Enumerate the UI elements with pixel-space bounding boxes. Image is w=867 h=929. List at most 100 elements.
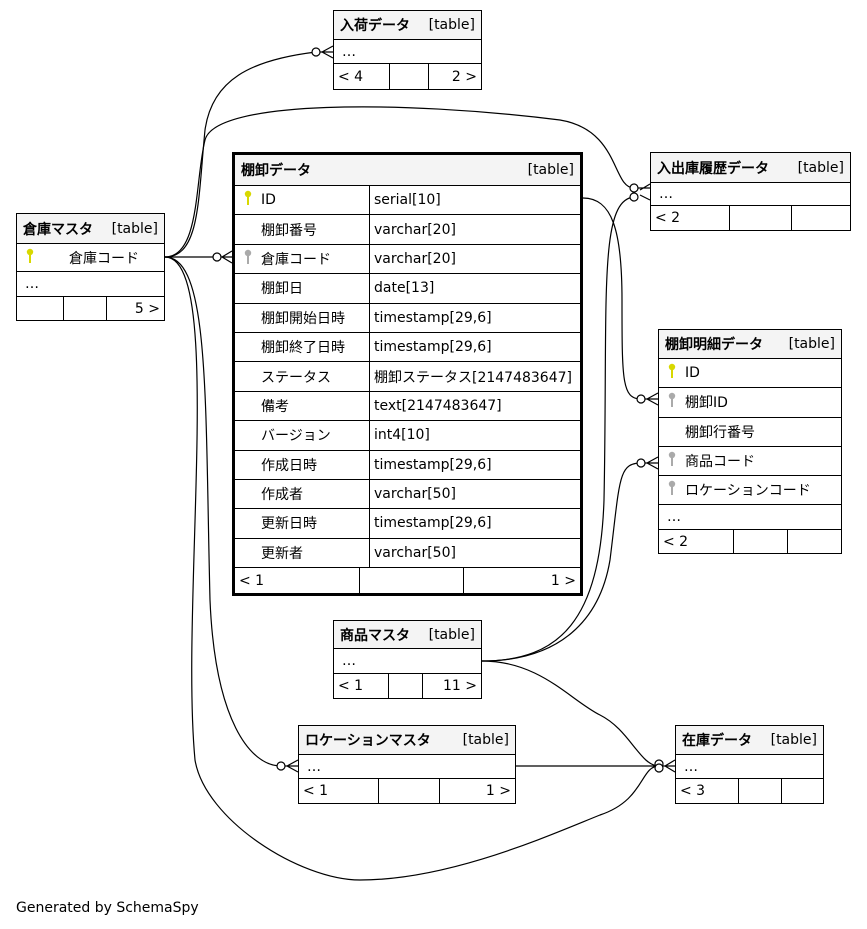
column-row[interactable]: ID bbox=[659, 359, 841, 389]
table-header: 入荷データ [table] bbox=[334, 11, 481, 40]
column-row[interactable]: … bbox=[659, 505, 841, 531]
column-type: varchar[20] bbox=[374, 221, 456, 238]
table-zaiko[interactable]: 在庫データ[table]… < 3 bbox=[675, 725, 824, 804]
column-name: … bbox=[342, 43, 356, 60]
column-row[interactable]: 商品コード bbox=[659, 447, 841, 477]
column-row[interactable]: … bbox=[651, 183, 850, 206]
column-type: date[13] bbox=[374, 280, 435, 297]
column-name: 棚卸ID bbox=[685, 395, 728, 412]
table-nyushukko[interactable]: 入出庫履歴データ[table] … < 2 bbox=[650, 152, 851, 231]
column-type: timestamp[29,6] bbox=[374, 309, 492, 326]
table-type: [table] bbox=[770, 732, 817, 748]
footer-cell bbox=[791, 206, 850, 230]
column-name: … bbox=[667, 509, 681, 526]
table-nyuka[interactable]: 入荷データ [table] … < 4 2 > bbox=[333, 10, 482, 90]
footer-cell bbox=[17, 297, 63, 320]
column-name: 棚卸終了日時 bbox=[261, 340, 345, 357]
table-shohin[interactable]: 商品マスタ[table] … < 1 11 > bbox=[333, 620, 482, 699]
column-row[interactable]: 棚卸番号 varchar[20] bbox=[235, 215, 580, 245]
table-type: [table] bbox=[788, 336, 835, 352]
column-name: バージョン bbox=[261, 428, 331, 445]
footer-cell: < 3 bbox=[680, 783, 706, 799]
footer-cell: 1 > bbox=[439, 779, 515, 803]
column-row[interactable]: 棚卸開始日時 timestamp[29,6] bbox=[235, 303, 580, 333]
column-row[interactable]: ステータス棚卸ステータス[2147483647] bbox=[235, 362, 580, 392]
column-name: … bbox=[659, 186, 673, 202]
edge-shohin-meisai bbox=[481, 462, 642, 662]
table-footer: < 4 2 > bbox=[334, 64, 481, 89]
foreign-key-icon bbox=[663, 480, 681, 500]
edge-soko-nyushukko bbox=[164, 106, 635, 258]
generated-by-label: Generated by SchemaSpy bbox=[16, 900, 199, 916]
column-type: timestamp[29,6] bbox=[374, 456, 492, 473]
table-footer: < 2 bbox=[651, 206, 850, 230]
column-name: … bbox=[342, 653, 356, 669]
column-type: serial[10] bbox=[374, 192, 441, 209]
table-header: 在庫データ[table] bbox=[676, 726, 823, 755]
column-row[interactable]: 倉庫コード bbox=[17, 244, 164, 272]
table-header: ロケーションマスタ[table] bbox=[299, 726, 515, 755]
table-name: 入荷データ bbox=[340, 18, 410, 34]
footer-cell bbox=[733, 530, 787, 554]
column-type: varchar[50] bbox=[374, 544, 456, 561]
footer-cell bbox=[787, 530, 841, 554]
column-row[interactable]: … bbox=[334, 40, 481, 64]
table-name: 棚卸データ bbox=[241, 163, 311, 179]
footer-cell bbox=[729, 206, 791, 230]
column-type: 棚卸ステータス[2147483647] bbox=[374, 369, 572, 386]
table-header: 倉庫マスタ[table] bbox=[17, 214, 164, 244]
column-name: 棚卸番号 bbox=[261, 222, 317, 239]
column-row[interactable]: … bbox=[334, 649, 481, 674]
footer-cell bbox=[389, 64, 428, 89]
column-name: 作成者 bbox=[261, 487, 303, 504]
column-row[interactable]: 棚卸ID bbox=[659, 388, 841, 418]
foreign-key-icon bbox=[663, 451, 681, 471]
column-type: varchar[20] bbox=[374, 250, 456, 267]
column-row[interactable]: 棚卸行番号 bbox=[659, 418, 841, 447]
footer-cell: 2 > bbox=[428, 64, 481, 89]
column-row[interactable]: … bbox=[299, 755, 515, 779]
table-type: [table] bbox=[462, 732, 509, 748]
table-header: 入出庫履歴データ[table] bbox=[651, 153, 850, 183]
table-header: 商品マスタ[table] bbox=[334, 621, 481, 649]
table-type: [table] bbox=[797, 159, 844, 176]
column-row[interactable]: バージョン int4[10] bbox=[235, 421, 580, 451]
table-soko[interactable]: 倉庫マスタ[table]倉庫コード…5 > bbox=[16, 213, 165, 321]
footer-cell bbox=[388, 674, 422, 698]
column-row[interactable]: ロケーションコード bbox=[659, 476, 841, 506]
table-name: 商品マスタ bbox=[340, 627, 410, 644]
column-type: int4[10] bbox=[374, 427, 430, 444]
column-name: … bbox=[307, 758, 321, 775]
footer-cell: < 4 bbox=[338, 68, 364, 85]
footer-cell bbox=[378, 779, 439, 803]
footer-cell: 11 > bbox=[422, 674, 481, 698]
footer-cell: < 1 bbox=[338, 678, 364, 694]
column-row[interactable]: … bbox=[676, 755, 823, 779]
column-name: … bbox=[25, 276, 39, 292]
footer-cell: < 2 bbox=[655, 210, 681, 226]
column-row[interactable]: … bbox=[17, 272, 164, 297]
column-name: 棚卸開始日時 bbox=[261, 310, 345, 327]
column-name: 棚卸行番号 bbox=[685, 424, 755, 441]
column-name: 備考 bbox=[261, 398, 289, 415]
edge-soko-nyuka bbox=[164, 51, 317, 258]
edge-tanaoroshi-meisai bbox=[582, 197, 642, 400]
column-name: ロケーションコード bbox=[685, 483, 811, 500]
table-type: [table] bbox=[428, 17, 475, 33]
footer-cell bbox=[781, 779, 823, 803]
column-name: ID bbox=[685, 365, 700, 382]
